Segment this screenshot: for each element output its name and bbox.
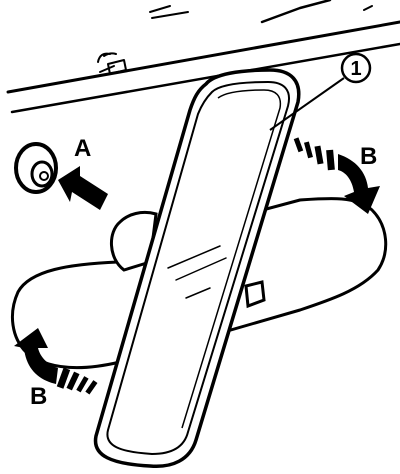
edge-tick [363, 5, 373, 11]
arrow-b-right-icon [293, 137, 380, 214]
mirror [93, 68, 301, 469]
reflection-line-1 [167, 245, 221, 269]
dash-r1 [293, 137, 304, 153]
dash-l1 [56, 367, 71, 389]
dash-l4 [85, 380, 98, 395]
clip-hook [97, 52, 117, 73]
roof-edge-outer [6, 20, 400, 94]
mirror-reflection-lines [167, 245, 227, 299]
dash-r3 [314, 145, 324, 165]
dash-l3 [76, 376, 89, 393]
headliner-detail-top [149, 5, 189, 19]
arrow-l-body [14, 328, 58, 384]
roof-edge-inner [10, 42, 400, 114]
mount-stub-right [244, 280, 266, 309]
label-b-left: B [30, 383, 47, 410]
sun-visor-clip [107, 59, 127, 75]
roof-panel [6, 0, 400, 114]
cap-center [39, 171, 49, 181]
reflection-line-3 [185, 287, 211, 299]
part-a-cap [14, 142, 58, 194]
mirror-mount [110, 210, 266, 309]
dash-r2 [303, 141, 313, 159]
arrow-a-icon [58, 166, 108, 210]
arrow-r-body [338, 154, 380, 214]
mirror-glass-edge [181, 89, 282, 429]
callout-circle [340, 52, 372, 84]
callout-number: 1 [350, 58, 361, 80]
arrow-b-left-icon [14, 328, 98, 395]
mirror-frame-inner [106, 81, 290, 455]
reflection-line-2 [175, 257, 227, 281]
callout-1: 1 [269, 52, 372, 131]
label-a: A [74, 135, 91, 162]
dash-r4 [326, 149, 335, 171]
label-b-right: B [360, 143, 377, 170]
headliner-seam [260, 0, 332, 24]
callout-leader [269, 77, 345, 131]
dash-l2 [66, 371, 80, 391]
